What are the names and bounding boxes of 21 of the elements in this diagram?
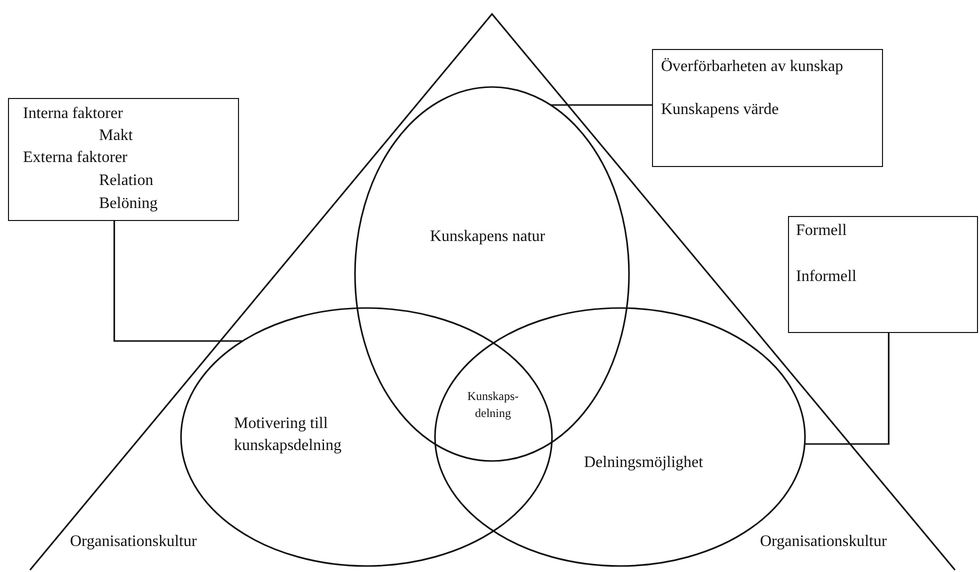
node-text: Överförbarheten av kunskap <box>661 57 844 77</box>
culture-label: Organisationskultur <box>760 533 887 550</box>
culture-label: Organisationskultur <box>70 533 197 550</box>
connector-line <box>550 104 652 106</box>
knowledge-box <box>652 49 883 167</box>
node-text: Motivering till kunskapsdelning <box>234 414 343 456</box>
node-text: Makt <box>99 126 133 146</box>
channel-box <box>788 216 978 333</box>
node-text: Kunskapens natur <box>430 227 546 247</box>
node-text: Interna faktorer <box>23 104 123 124</box>
node-text: Kunskapens värde <box>661 100 779 120</box>
node-text: Delningsmöjlighet <box>584 453 704 473</box>
connector-line <box>804 333 890 445</box>
factor-box <box>8 98 239 221</box>
node-text: Externa faktorer <box>23 148 128 168</box>
node-text: Belöning <box>99 194 158 214</box>
node-text: Formell <box>796 221 847 241</box>
node-text: Relation <box>99 171 154 191</box>
center-label: Kunskaps-delning <box>466 388 520 422</box>
connector-line <box>113 221 243 342</box>
node-text: Informell <box>796 267 856 287</box>
